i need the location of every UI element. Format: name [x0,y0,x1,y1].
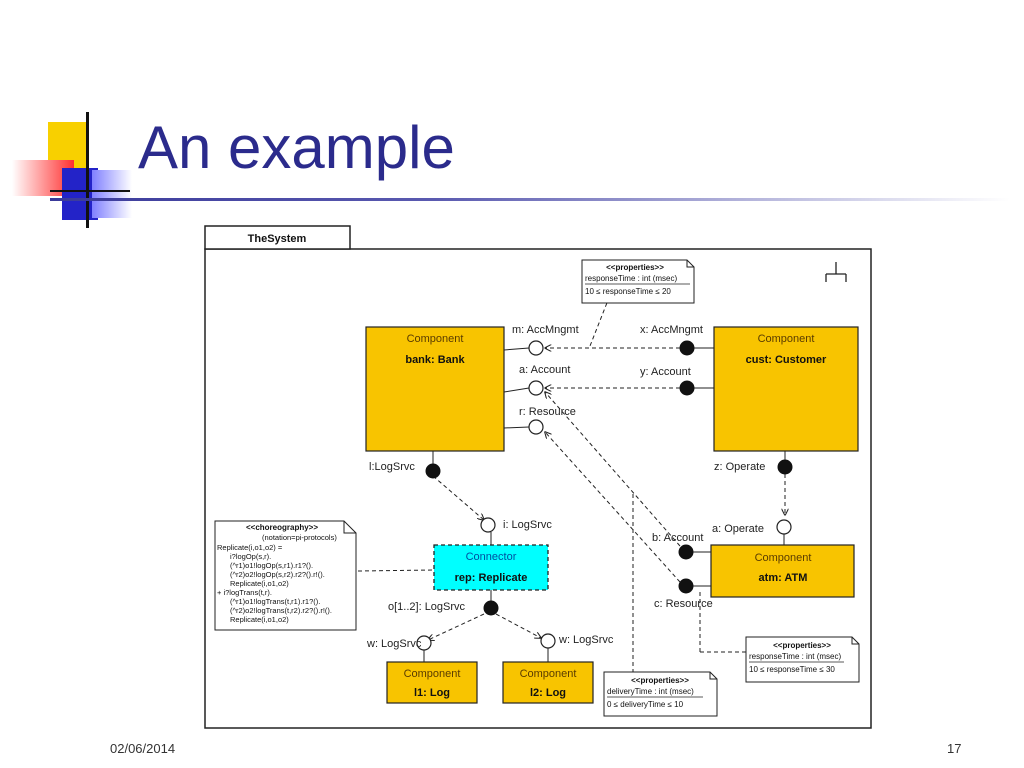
note-top-line2: 10 ≤ responseTime ≤ 20 [585,287,671,296]
note-choreography: <<choreography>> (notation=pi-protocols)… [214,520,357,631]
note-bottom-stereo: <<properties>> [631,676,689,685]
slide-title: An example [138,114,455,181]
note-top-stereo: <<properties>> [606,263,664,272]
note-choreo-stereo: <<choreography>> [246,523,318,532]
label-c: c: Resource [654,598,713,610]
choreo-line-4: (^r2)o2!logOp(s,r2).r2?().r!(). [230,570,325,579]
port-a-operate [776,519,792,535]
port-b-account [678,544,694,560]
component-log-1[interactable]: Component l1: Log [386,661,478,704]
component-customer[interactable]: Component cust: Customer [713,326,859,452]
label-w2: w: LogSrvc [558,634,614,646]
dependency-lines [357,289,785,672]
note-properties-bottom: <<properties>> deliveryTime : int (msec)… [603,671,718,717]
note-properties-top: <<properties>> responseTime : int (msec)… [581,259,695,304]
label-a: a: Account [519,364,570,376]
customer-stereotype: Component [758,333,815,345]
label-r: r: Resource [519,406,576,418]
label-y: y: Account [640,366,691,378]
log1-stereotype: Component [404,668,461,680]
log2-stereotype: Component [520,668,577,680]
system-frame-tab [204,225,351,250]
port-x-accmngmt [679,340,695,356]
label-m: m: AccMngmt [512,324,579,336]
connector-stereotype: Connector [466,551,517,563]
choreo-line-6: + i?logTrans(t,r). [217,588,272,597]
component-atm[interactable]: Component atm: ATM [710,544,855,598]
label-l: l:LogSrvc [369,461,415,473]
component-bank[interactable]: Component bank: Bank [365,326,505,452]
connector-replicate[interactable]: Connector rep: Replicate [433,544,549,591]
log1-name: l1: Log [414,687,450,699]
choreo-line-7: (^r1)o1!logTrans(t,r1).r1?(). [230,597,320,606]
note-top-line1: responseTime : int (msec) [585,274,678,283]
note-right-stereo: <<properties>> [773,641,831,650]
component-log-2[interactable]: Component l2: Log [502,661,594,704]
port-z-operate [777,459,793,475]
note-bottom-line2: 0 ≤ deliveryTime ≤ 10 [607,700,684,709]
atm-stereotype: Component [755,552,812,564]
choreo-line-8: (^r2)o2!logTrans(t,r2).r2?().r!(). [230,606,332,615]
port-y-account [679,380,695,396]
label-i: i: LogSrvc [503,519,552,531]
frame-title: TheSystem [248,233,307,245]
slide-page-number: 17 [947,741,962,756]
port-c-resource [678,578,694,594]
connector-name: rep: Replicate [455,572,528,584]
choreo-line-2: i?logOp(s,r). [230,552,271,561]
label-z: z: Operate [714,461,765,473]
port-a-account [528,380,544,396]
log2-name: l2: Log [530,687,566,699]
port-w-logsrvc-2 [540,633,556,649]
label-w1: w: LogSrvc [366,638,422,650]
choreo-line-1: Replicate(i,o1,o2) = [217,543,283,552]
bank-name: bank: Bank [405,354,465,366]
bank-stereotype: Component [407,333,464,345]
required-ports [425,340,793,616]
label-o: o[1..2]: LogSrvc [388,601,466,613]
port-lines [423,347,786,662]
note-right-line1: responseTime : int (msec) [749,652,842,661]
label-a-operate: a: Operate [712,523,764,535]
atm-name: atm: ATM [759,572,808,584]
label-x: x: AccMngmt [640,324,703,336]
port-o-logsrvc [483,600,499,616]
provided-ports [416,340,792,651]
title-underline [50,198,1010,201]
choreo-line-0: (notation=pi-protocols) [262,533,337,542]
slide-date: 02/06/2014 [110,741,176,756]
customer-name: cust: Customer [746,354,827,366]
port-w-logsrvc-1 [416,635,432,651]
note-bottom-line1: deliveryTime : int (msec) [607,687,694,696]
note-properties-right: <<properties>> responseTime : int (msec)… [745,636,860,683]
port-r-resource [528,419,544,435]
note-right-line2: 10 ≤ responseTime ≤ 30 [749,665,835,674]
port-i-logsrvc [480,517,496,533]
label-b: b: Account [652,532,703,544]
choreo-line-9: Replicate(i,o1,o2) [230,615,289,624]
choreo-line-3: (^r1)o1!logOp(s,r1).r1?(). [230,561,313,570]
fork-icon [825,262,847,282]
port-l-logsrvc [425,463,441,479]
port-m-accmngmt [528,340,544,356]
choreo-line-5: Replicate(i,o1,o2) [230,579,289,588]
